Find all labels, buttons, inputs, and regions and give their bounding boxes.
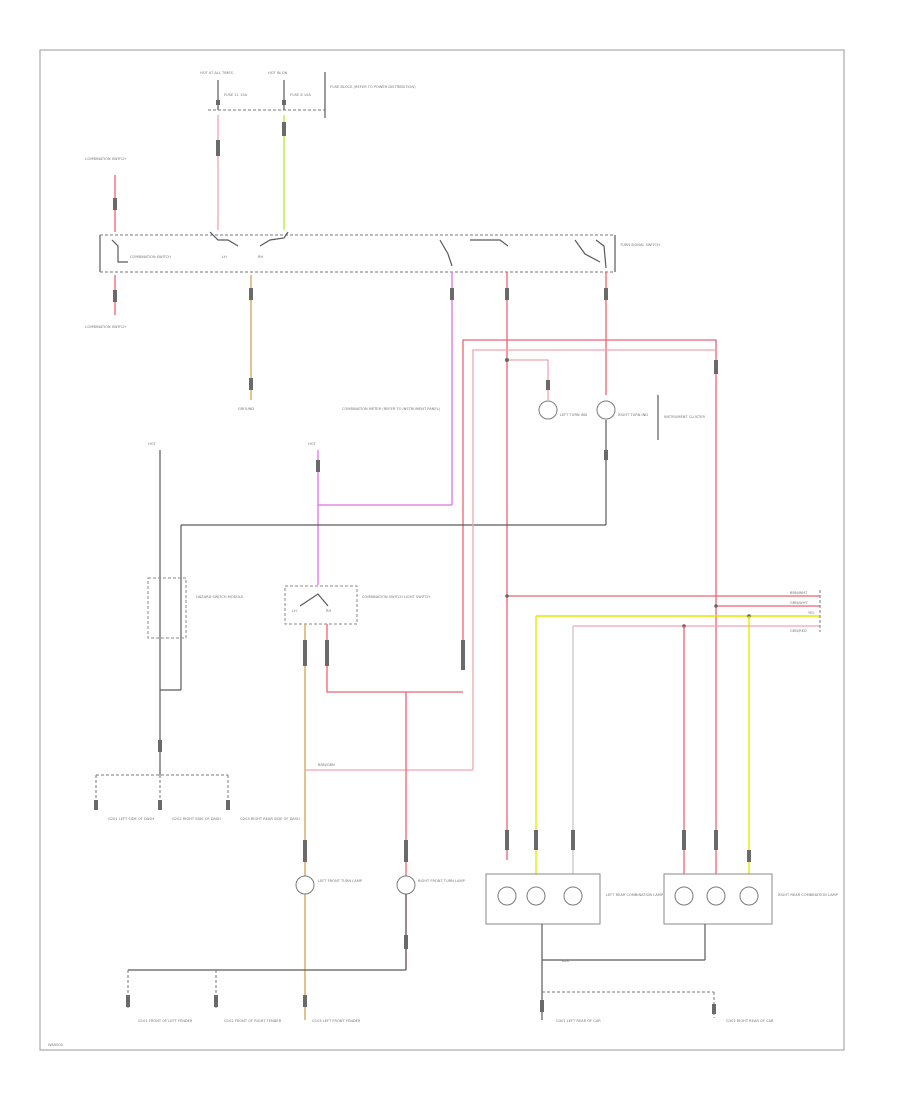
ground-label: GROUND	[238, 407, 254, 411]
g201-label: G201 LEFT SIDE OF DASH	[108, 817, 154, 821]
gnd-note: BLK	[562, 959, 569, 963]
fuse-b-label: FUSE 8 10A	[290, 93, 311, 97]
connector	[303, 640, 307, 666]
connector	[158, 740, 162, 752]
connector	[404, 840, 408, 862]
connector	[546, 380, 550, 390]
g202-label: G202 RIGHT SIDE OF DASH	[172, 817, 221, 821]
connector	[249, 378, 253, 390]
g102-label: G102 FRONT OF RIGHT FENDER	[224, 1019, 282, 1023]
rh-label: RH	[258, 255, 263, 259]
left-top-label: COMBINATION SWITCH	[85, 157, 126, 161]
wire-note: BRN/GRN	[318, 763, 335, 767]
fuse-block: HOT AT ALL TIMES HOT IN ON FUSE 11 15A F…	[200, 71, 416, 118]
connector	[505, 288, 509, 300]
conn-a-label: BRN/WHT	[790, 591, 808, 595]
right-rear-combo-label: RIGHT REAR COMBINATION LAMP	[778, 893, 839, 897]
connector	[325, 640, 329, 666]
connector	[461, 640, 465, 670]
left-stack-label: HOT	[148, 442, 157, 446]
connector	[282, 122, 286, 136]
fuse-block-note: FUSE BLOCK (REFER TO POWER DISTRIBUTION)	[330, 85, 416, 89]
conn-d-label: GRN/RED	[790, 629, 807, 633]
connector	[303, 840, 307, 862]
fuse-a-label: FUSE 11 15A	[224, 93, 248, 97]
hot-label: HOT	[308, 442, 317, 446]
right-red-loop	[462, 339, 717, 880]
hazard-switch-left	[147, 577, 187, 639]
hazard-module-label: COMBINATION SWITCH LIGHT SWITCH	[362, 595, 430, 599]
indicator-feed	[507, 359, 549, 400]
fuse-hot-in-on-label: HOT IN ON	[268, 71, 288, 75]
combination-meter-note: COMBINATION METER (REFER TO INSTRUMENT P…	[342, 407, 441, 411]
g301-label: G301 LEFT REAR OF CAR	[556, 1019, 601, 1023]
connector	[249, 288, 253, 300]
connector	[604, 450, 608, 460]
diagram-frame	[39, 49, 845, 1051]
connector	[604, 288, 608, 300]
left-front-turn-label: LEFT FRONT TURN LAMP	[318, 879, 363, 883]
left-turn-ind-bulb	[538, 400, 558, 420]
left-rear-combo-label: LEFT REAR COMBINATION LAMP	[606, 893, 664, 897]
splice	[505, 358, 509, 362]
right-front-turn-label: RIGHT FRONT TURN LAMP	[418, 879, 466, 883]
footer-code: WA0000	[48, 1043, 64, 1047]
right-ind-label: RIGHT TURN IND	[618, 413, 648, 417]
fuse-hot-at-all-times-label: HOT AT ALL TIMES	[200, 71, 234, 75]
connector	[316, 460, 320, 472]
g302-label: G302 RIGHT REAR OF CAR	[726, 1019, 774, 1023]
connector	[216, 140, 220, 156]
right-front-turn-lamp	[396, 875, 416, 895]
connector	[450, 288, 454, 300]
connector	[113, 290, 117, 302]
hazard-red-out	[326, 624, 463, 693]
left-bottom-label: COMBINATION SWITCH	[85, 325, 126, 329]
g203-label: G203 RIGHT REAR SIDE OF DASH	[240, 817, 300, 821]
hazard-switch-box	[284, 585, 358, 625]
turn-signal-switch-label: TURN SIGNAL SWITCH	[619, 243, 660, 247]
instrument-cluster-label: INSTRUMENT CLUSTER	[664, 415, 705, 419]
left-front-turn-lamp	[295, 875, 315, 895]
right-turn-ind-bulb	[596, 400, 616, 420]
conn-b-label: GRN/WHT	[790, 601, 808, 605]
g103-label: G103 LEFT FRONT FENDER	[312, 1019, 361, 1023]
conn-c-label: YEL	[808, 611, 814, 615]
lh-label: LH	[222, 255, 227, 259]
hazard-rh-label: RH	[326, 609, 331, 613]
hazard-switch-label: HAZARD SWITCH MODULE	[196, 595, 244, 599]
connector	[113, 198, 117, 210]
pink-loop	[472, 349, 716, 770]
combination-switch-top: COMBINATION SWITCH TURN SIGNAL SWITCH LH…	[99, 231, 660, 273]
combination-switch-label: COMBINATION SWITCH	[130, 255, 171, 259]
left-ind-label: LEFT TURN IND	[560, 413, 588, 417]
hazard-lh-label: LH	[292, 609, 297, 613]
connector	[714, 360, 718, 374]
g101-label: G101 FRONT OF LEFT FENDER	[138, 1019, 193, 1023]
